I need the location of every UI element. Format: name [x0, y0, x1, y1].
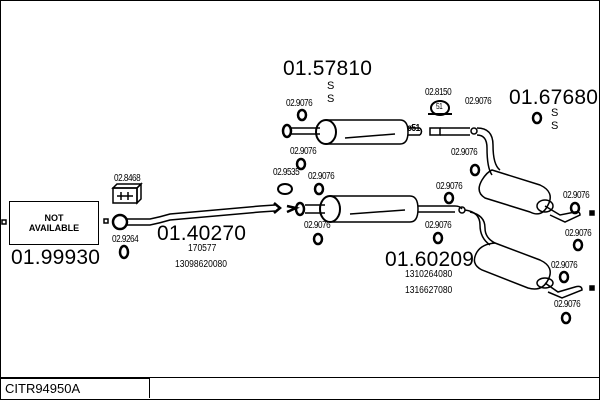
clamp-size-label: 51 [436, 102, 443, 111]
accessory-02-8150[interactable]: 02.8150 [425, 87, 452, 98]
footer-divider [0, 377, 600, 378]
mounting-block-icon [111, 182, 143, 205]
not-available-line1: NOT [44, 213, 64, 223]
accessory-02-9264[interactable]: 02.9264 [112, 234, 139, 245]
accessory-02-9076[interactable]: 02.9076 [304, 220, 331, 231]
accessory-02-9076[interactable]: 02.9076 [551, 260, 578, 271]
oem-ref: 1310264080 [405, 269, 453, 280]
part-number-01-60209[interactable]: 01.60209 [385, 248, 475, 271]
oem-ref: 170577 [188, 243, 217, 254]
accessory-02-9535[interactable]: 02.9535 [273, 167, 300, 178]
clamp-icon [428, 100, 452, 116]
part-number-01-57810[interactable]: 01.57810 [283, 57, 373, 80]
upper-muffler-drawing [281, 119, 423, 145]
pipe-diameter-label: ø51 [407, 123, 420, 134]
not-available-box: NOT AVAILABLE [9, 201, 99, 245]
hanger-icons [295, 108, 584, 325]
mark-s: S [551, 120, 559, 132]
part-number-01-40270[interactable]: 01.40270 [157, 222, 247, 245]
mark-s: S [551, 107, 559, 119]
oem-ref: 13098620080 [175, 259, 228, 270]
front-pipe-drawing [111, 202, 282, 231]
mark-s: S [327, 93, 335, 105]
accessory-02-8468[interactable]: 02.8468 [114, 173, 141, 184]
part-number-01-99930[interactable]: 01.99930 [11, 246, 101, 269]
accessory-02-9076[interactable]: 02.9076 [308, 171, 335, 182]
diagram-code: CITR94950A [0, 378, 150, 398]
mark-s: S [327, 80, 335, 92]
connector-square [103, 218, 109, 224]
accessory-02-9076[interactable]: 02.9076 [565, 228, 592, 239]
middle-muffler-drawing [286, 195, 466, 223]
connector-square-left [1, 219, 7, 225]
accessory-02-9076[interactable]: 02.9076 [563, 190, 590, 201]
part-number-01-67680[interactable]: 01.67680 [509, 86, 599, 109]
accessory-02-9076[interactable]: 02.9076 [451, 147, 478, 158]
rear-muffler-drawing [429, 127, 595, 223]
lower-muffler-drawing [464, 209, 595, 299]
oem-ref: 1316627080 [405, 285, 453, 296]
not-available-line2: AVAILABLE [28, 223, 80, 233]
accessory-02-9076[interactable]: 02.9076 [425, 220, 452, 231]
gasket-icon [118, 244, 130, 260]
accessory-02-9076[interactable]: 02.9076 [465, 96, 492, 107]
accessory-02-9076[interactable]: 02.9076 [436, 181, 463, 192]
accessory-02-9076[interactable]: 02.9076 [286, 98, 313, 109]
ring-gasket-icon [277, 183, 293, 195]
accessory-02-9076[interactable]: 02.9076 [554, 299, 581, 310]
accessory-02-9076[interactable]: 02.9076 [290, 146, 317, 157]
